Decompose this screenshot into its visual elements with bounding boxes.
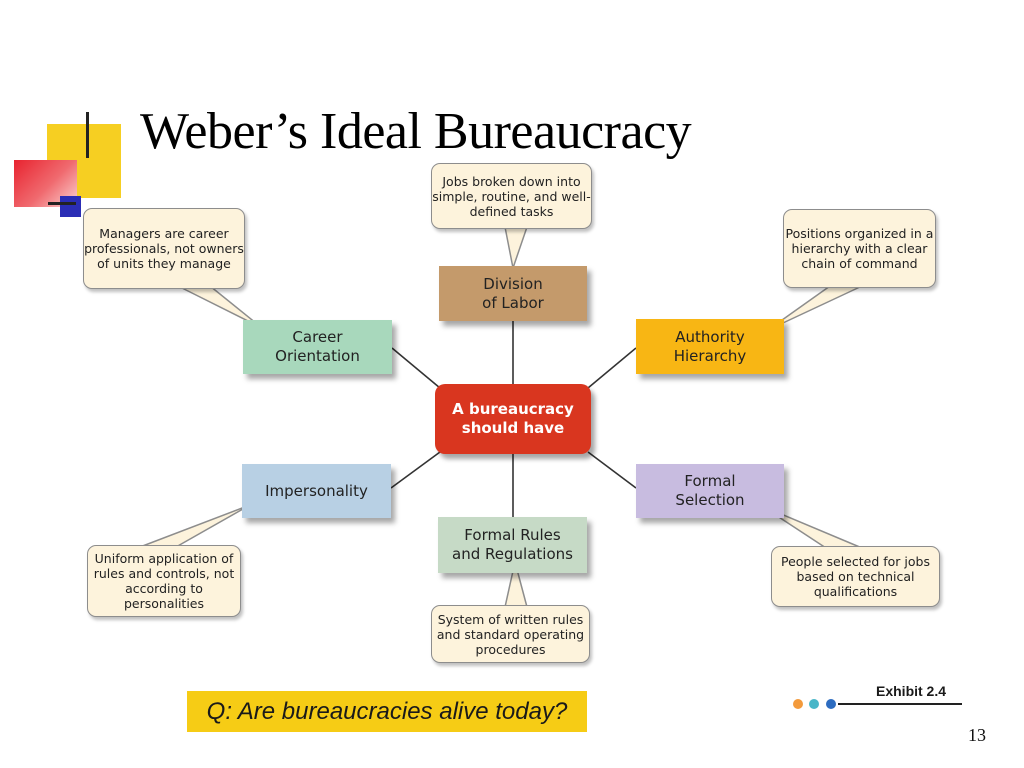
node-impersonality: Impersonality bbox=[242, 464, 391, 518]
node-line: and Regulations bbox=[452, 545, 573, 563]
decorative-blue-square bbox=[60, 196, 81, 217]
callout-line: a clear chain bbox=[801, 241, 928, 271]
callout-line: jobs based on bbox=[796, 554, 930, 584]
pointer-uniform bbox=[139, 504, 251, 548]
callout-positions: Positions organized in a hierarchy with … bbox=[783, 209, 936, 288]
callout-line: Uniform application bbox=[94, 551, 218, 566]
node-line: should have bbox=[461, 419, 565, 437]
callout-line: into simple, routine, bbox=[432, 173, 581, 204]
blue-dot-icon bbox=[826, 699, 836, 709]
node-line: A bureaucracy bbox=[452, 400, 574, 418]
callout-line: owners of units they bbox=[97, 241, 244, 271]
callout-system: System of written rules and standard ope… bbox=[431, 605, 590, 663]
callout-line: of command bbox=[839, 256, 918, 271]
decorative-vertical-line bbox=[86, 112, 89, 158]
slide-title: Weber’s Ideal Bureaucracy bbox=[140, 103, 692, 160]
callout-line: Managers are career bbox=[99, 226, 229, 241]
node-line: Career bbox=[292, 328, 343, 346]
pointer-jobs bbox=[504, 226, 528, 269]
callout-line: People selected for bbox=[781, 554, 901, 569]
connector-authority bbox=[587, 347, 637, 389]
exhibit-label: Exhibit 2.4 bbox=[876, 683, 947, 699]
node-career-orientation: Career Orientation bbox=[243, 320, 392, 374]
callout-line: operating procedures bbox=[475, 626, 585, 657]
callout-line: not according to bbox=[125, 566, 235, 596]
node-line: Hierarchy bbox=[673, 346, 747, 365]
node-line: Selection bbox=[675, 491, 745, 509]
node-line: Authority bbox=[675, 327, 745, 346]
node-line: Formal bbox=[684, 472, 736, 490]
callout-jobs: Jobs broken down into simple, routine, a… bbox=[431, 163, 592, 229]
orange-dot-icon bbox=[793, 699, 803, 709]
node-division-of-labor: Division of Labor bbox=[439, 266, 587, 321]
node-authority-hierarchy: Authority Hierarchy bbox=[636, 319, 784, 374]
callout-line: and well-defined tasks bbox=[469, 188, 591, 219]
decorative-horizontal-line bbox=[48, 202, 76, 205]
node-formal-selection: Formal Selection bbox=[636, 464, 784, 518]
callout-line: manage bbox=[179, 256, 231, 271]
callout-line: personalities bbox=[123, 596, 205, 611]
node-center-bureaucracy: A bureaucracy should have bbox=[435, 384, 591, 454]
connector-career bbox=[391, 347, 441, 389]
node-formal-rules: Formal Rules and Regulations bbox=[438, 517, 587, 573]
node-line: Impersonality bbox=[265, 481, 368, 500]
callout-line: technical qualifications bbox=[813, 569, 915, 599]
connector-impersonality bbox=[390, 451, 441, 489]
callout-line: System of written bbox=[437, 611, 549, 627]
callout-line: in a hierarchy with bbox=[791, 226, 934, 256]
connector-formal-selection bbox=[587, 451, 637, 489]
callout-uniform: Uniform application of rules and control… bbox=[87, 545, 241, 617]
callout-line: Positions organized bbox=[785, 226, 907, 241]
callout-line: Jobs broken down bbox=[442, 173, 553, 189]
callout-line: of rules and controls, bbox=[93, 551, 234, 581]
page-number: 13 bbox=[968, 725, 986, 745]
callout-managers: Managers are career professionals, not o… bbox=[83, 208, 245, 289]
node-line: of Labor bbox=[482, 293, 544, 312]
exhibit-underline bbox=[838, 703, 962, 705]
node-line: Orientation bbox=[275, 347, 360, 365]
node-line: Division bbox=[483, 274, 543, 293]
teal-dot-icon bbox=[809, 699, 819, 709]
callout-line: rules and standard bbox=[436, 611, 584, 642]
callout-people: People selected for jobs based on techni… bbox=[771, 546, 940, 607]
callout-line: professionals, not bbox=[84, 241, 195, 256]
node-line: Formal Rules bbox=[464, 526, 561, 544]
question-box: Q: Are bureaucracies alive today? bbox=[187, 691, 587, 732]
